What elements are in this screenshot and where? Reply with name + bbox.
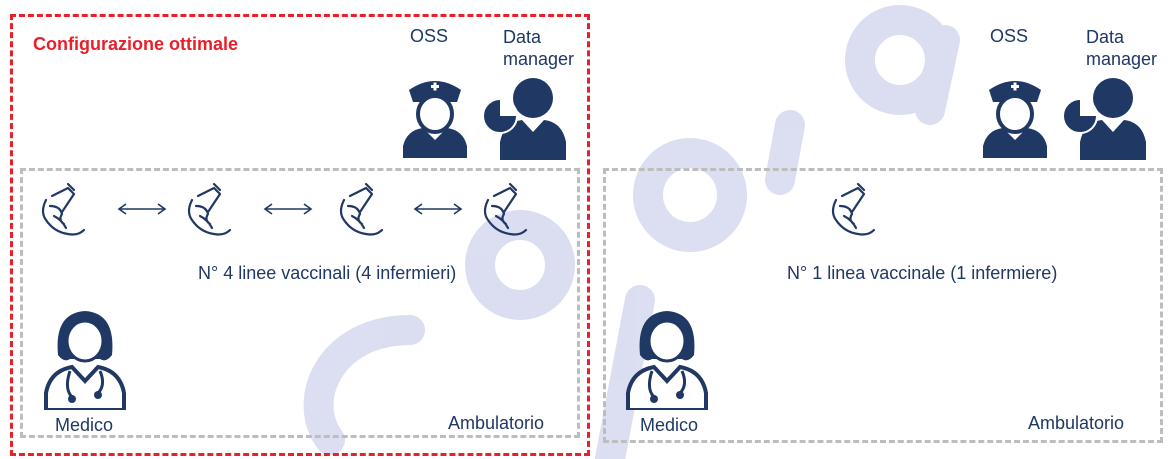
vaccine-lines-label: N° 4 linee vaccinali (4 infermieri) <box>198 263 457 283</box>
ambulatorio-label: Ambulatorio <box>1028 413 1125 433</box>
oss-label: OSS <box>410 26 449 46</box>
oss-label: OSS <box>990 26 1029 46</box>
optimal-configuration-title: Configurazione ottimale <box>33 34 239 54</box>
data-manager-icon <box>482 78 566 160</box>
syringe-hand-icon <box>831 182 876 236</box>
syringe-hand-icon <box>187 182 232 236</box>
syringe-hand-icon <box>41 182 86 236</box>
double-arrow-icon <box>413 203 463 215</box>
vaccine-lines-label: N° 1 linea vaccinale (1 infermiere) <box>787 263 1058 283</box>
data-manager-label: Data manager <box>1086 27 1158 69</box>
doctor-label: Medico <box>640 415 699 435</box>
data-manager-label: Data manager <box>503 27 575 69</box>
doctor-icon <box>44 311 126 410</box>
oss-nurse-icon <box>403 81 467 158</box>
doctor-icon <box>626 311 708 410</box>
doctor-label: Medico <box>55 415 114 435</box>
syringe-hand-icon <box>339 182 384 236</box>
oss-nurse-icon <box>983 81 1047 158</box>
ambulatorio-frame <box>20 168 580 438</box>
double-arrow-icon <box>117 203 167 215</box>
ambulatorio-label: Ambulatorio <box>448 413 545 433</box>
data-manager-icon <box>1062 78 1146 160</box>
ambulatorio-frame <box>603 168 1163 443</box>
syringe-hand-icon <box>483 182 528 236</box>
double-arrow-icon <box>263 203 313 215</box>
optimal-configuration-frame <box>10 14 590 456</box>
